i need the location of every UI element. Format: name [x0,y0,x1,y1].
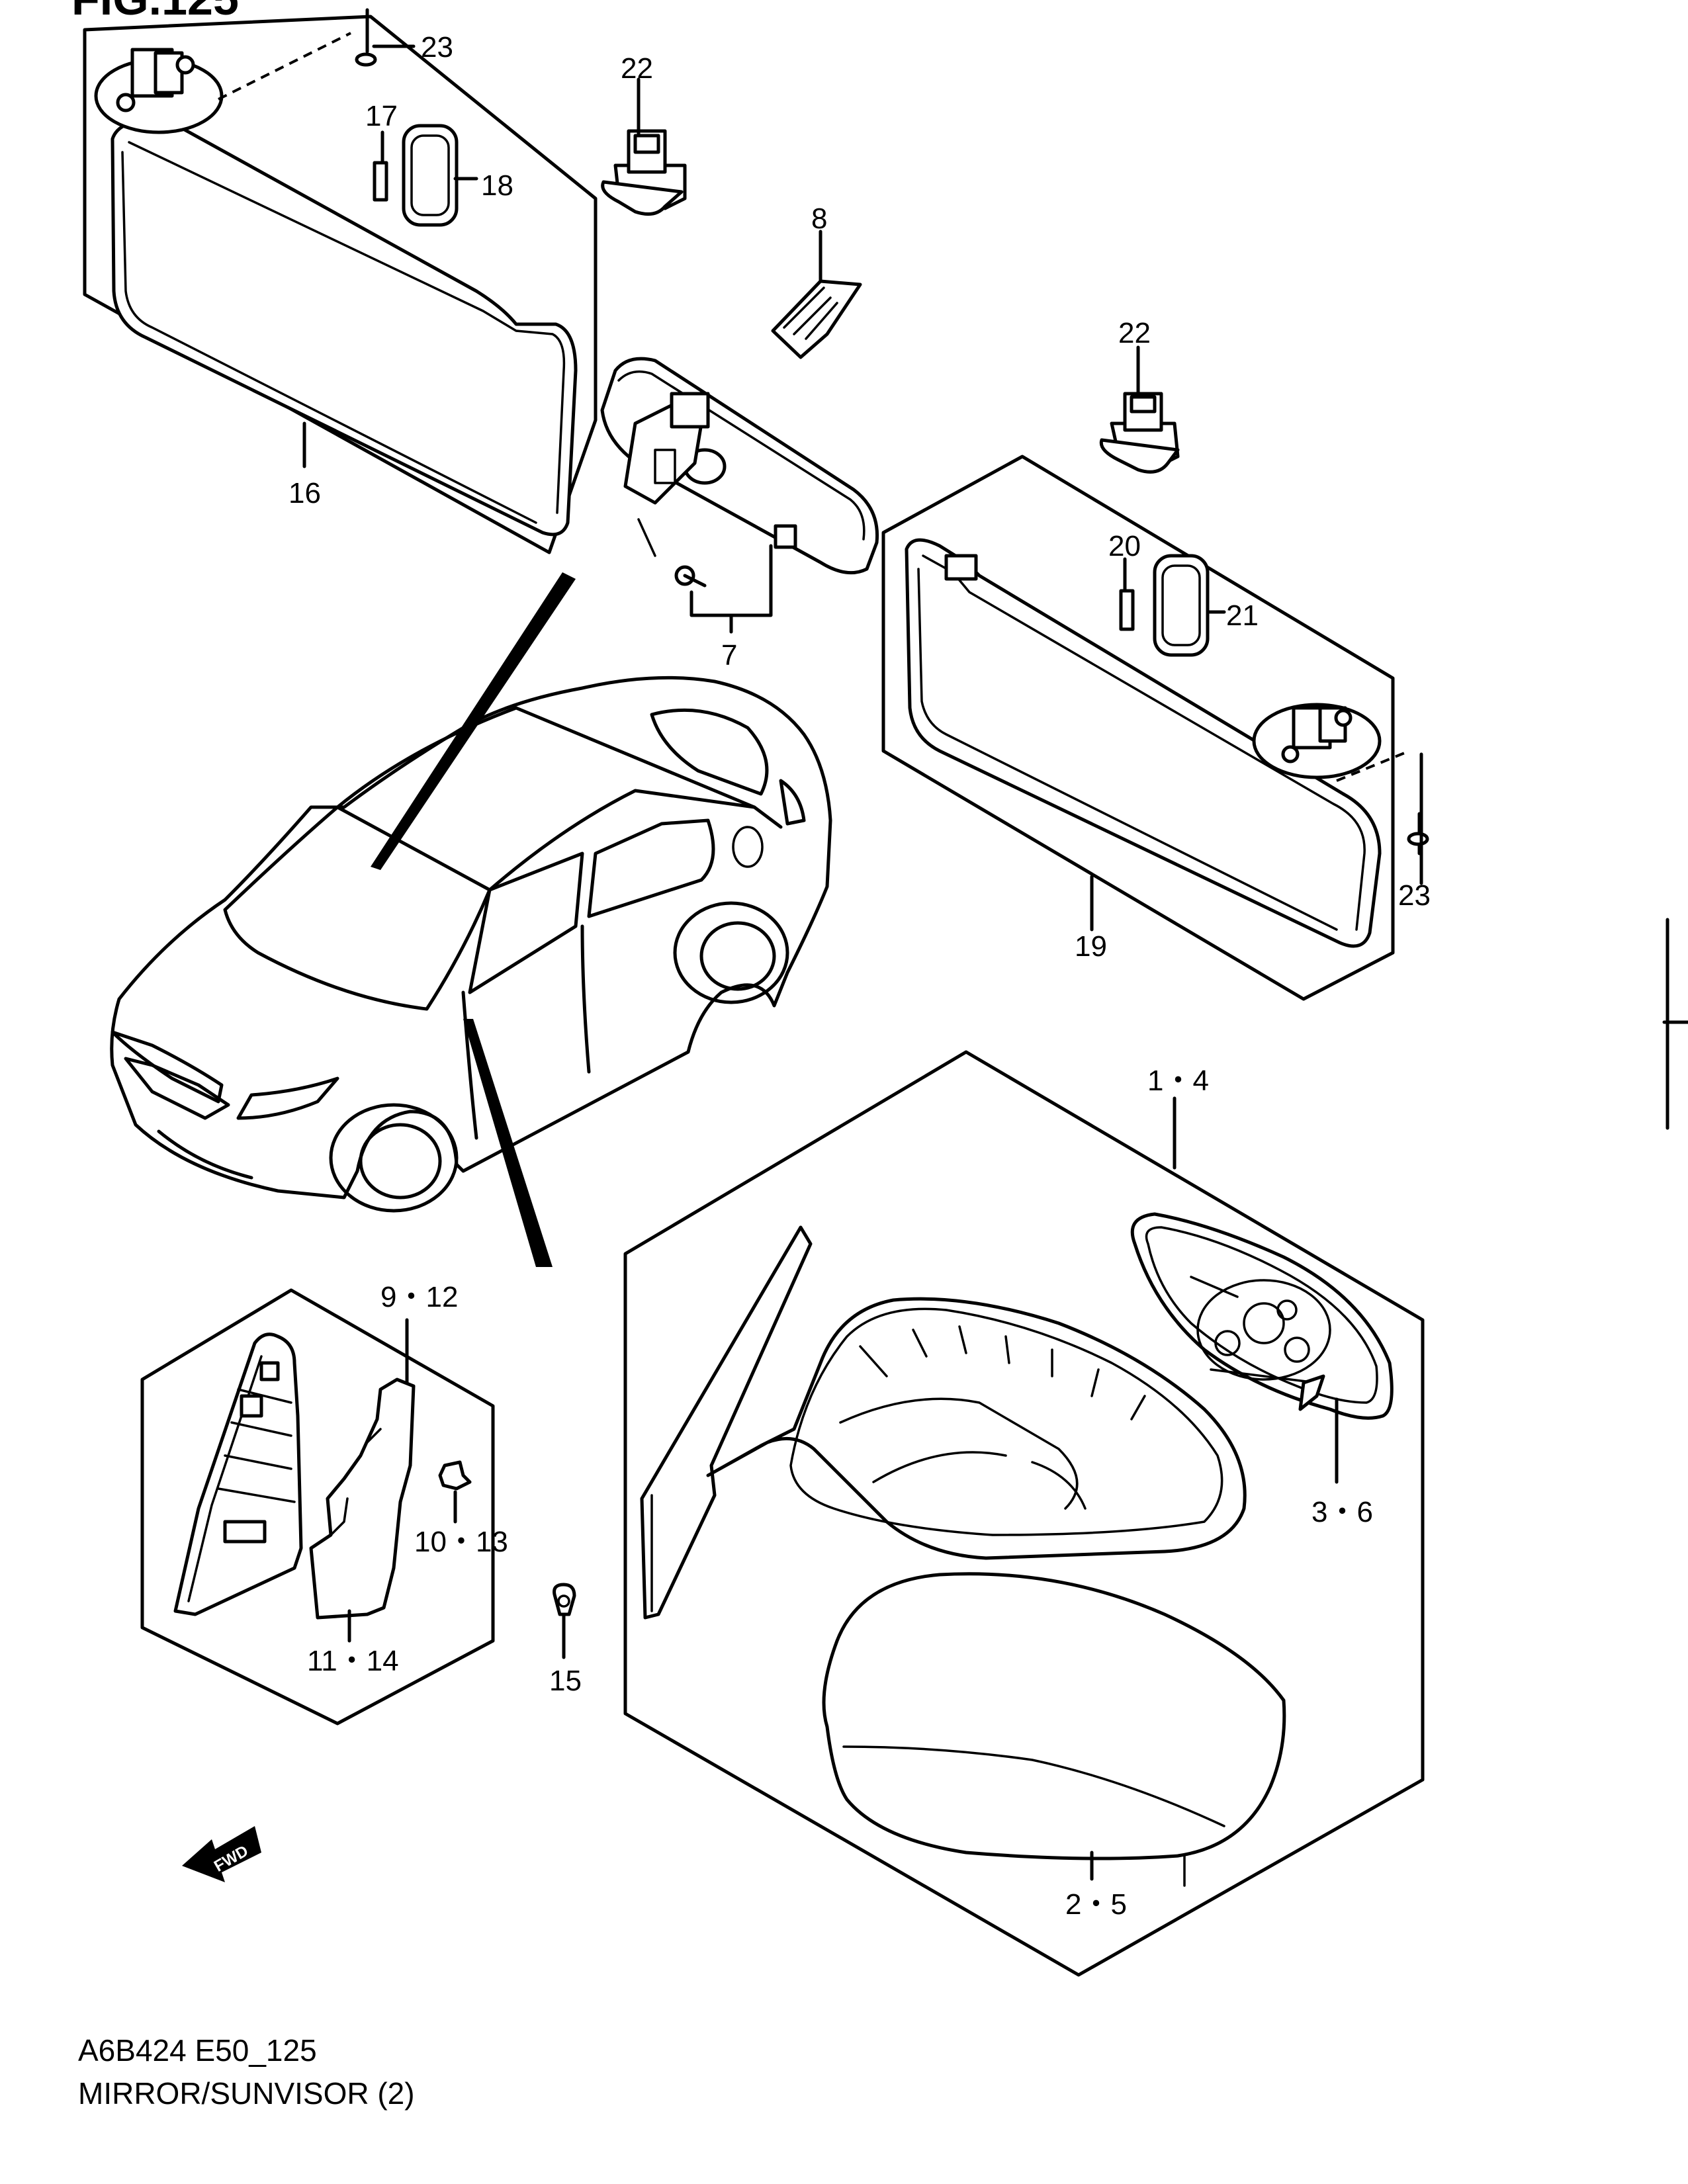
garnish-9-12 [173,1332,303,1616]
callout-7: 7 [721,639,737,672]
callout-22-top: 22 [621,52,653,85]
right-sunvisor-frame [881,455,1395,1001]
sunvisor-19-hook [944,554,978,581]
bracket-8 [771,279,862,359]
mirror-base [640,1225,813,1620]
callout-23-right: 23 [1398,879,1431,912]
garnish-11-14 [309,1377,416,1620]
sunvisor-19-shape [905,538,1382,948]
callout-22-right: 22 [1118,317,1151,349]
clip-17 [373,161,388,202]
callout-2-5: 2・5 [1065,1888,1127,1921]
outside-mirror-frame [623,1050,1425,1977]
screw-23-top [355,52,377,67]
screw-23-right [1407,832,1429,846]
pointer-to-sunvisor [371,572,576,870]
car-body-outline [110,676,832,1200]
mirror-cover [822,1572,1286,1860]
leader-lines [302,44,1688,1881]
car-rear-window [587,818,715,918]
callout-10-13: 10・13 [414,1526,508,1558]
callout-18: 18 [481,169,513,202]
diagram-code: A6B424 E50_125 [78,2033,317,2068]
callout-20: 20 [1108,530,1141,562]
left-sunvisor-frame [83,15,598,554]
callout-8: 8 [811,202,827,235]
vanity-mirror-18 [402,124,459,227]
figure-label: FIG.125 [71,0,239,24]
vehicle-illustration [110,572,832,1267]
garnish-frame [140,1288,495,1725]
pointer-to-outside-mirror [463,1019,553,1267]
callout-17: 17 [365,100,398,132]
mirror-housing [706,1297,1247,1560]
holder-22-top [601,129,687,216]
vanity-mirror-21 [1153,554,1210,657]
right-sunvisor-group [881,455,1429,1001]
callout-11-14: 11・14 [307,1645,399,1677]
outside-mirror-group [623,1050,1425,1977]
callout-1-4: 1・4 [1147,1065,1209,1097]
callout-3-6: 3・6 [1311,1496,1373,1528]
garnish-group [140,1288,495,1725]
callout-16: 16 [289,477,321,509]
nut-15 [553,1583,576,1616]
clip-20 [1119,589,1135,631]
callout-9-12: 9・12 [380,1281,458,1313]
clip-10-13 [438,1460,472,1491]
callout-21: 21 [1226,599,1259,632]
inside-rearview-mirror-7 [600,357,879,634]
diagram-title: MIRROR/SUNVISOR (2) [78,2076,415,2111]
callout-15: 15 [549,1665,582,1697]
callout-19: 19 [1075,930,1107,963]
car-windshield [223,805,492,1011]
holder-22-right [1099,392,1180,474]
callout-labels: 23 22 17 18 8 16 7 22 20 21 23 19 1・4 9・… [289,31,1431,1921]
fwd-arrow: FWD [182,1826,261,1882]
left-sunvisor-group [83,8,598,554]
callout-23-top: 23 [421,31,453,64]
car-front-window [468,852,584,994]
